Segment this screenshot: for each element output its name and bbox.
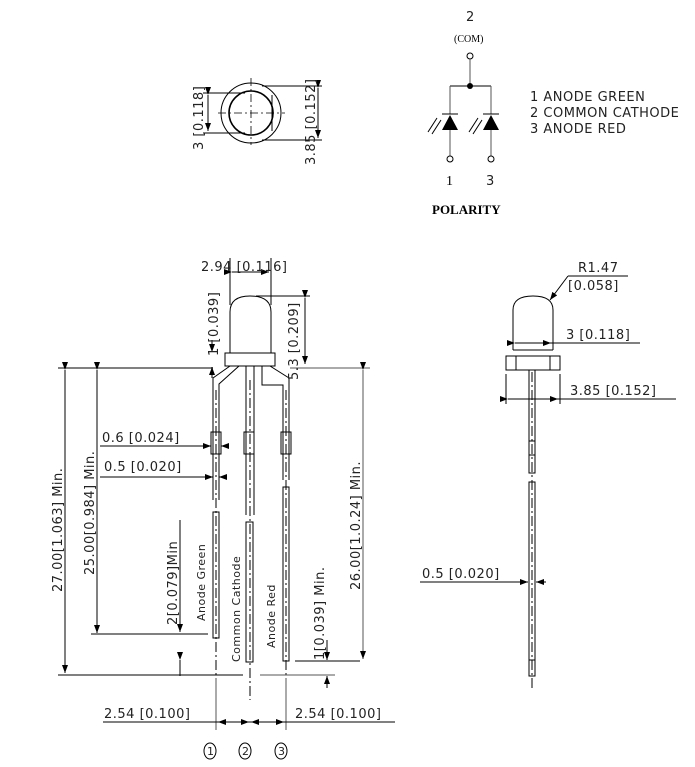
legend-item: 3 ANODE RED <box>530 122 626 137</box>
polarity-title: POLARITY <box>432 202 501 217</box>
polarity-schematic: 2 (COM) 1 3 POLARITY 1 ANODE GREEN 2 <box>427 10 679 217</box>
dim-length-27: 27.00[1.063] Min. <box>51 468 66 592</box>
svg-text:3: 3 <box>278 745 286 758</box>
legend-item: 2 COMMON CATHODE <box>530 106 679 121</box>
com-pin-number: 2 <box>466 10 475 25</box>
dim-body-height: 5.3 [0.209] <box>287 302 302 380</box>
pin-label-anode-red: Anode Red <box>265 584 278 648</box>
com-label: (COM) <box>454 34 483 45</box>
side-lens-dia: 3 [0.118] <box>566 328 630 343</box>
dim-lead-narrow: 0.5 [0.020] <box>104 460 182 475</box>
side-radius-in: [0.058] <box>568 279 619 294</box>
diode-red-icon <box>468 113 499 156</box>
side-flange-dia: 3.85 [0.152] <box>570 384 656 399</box>
dim-pitch-left: 2.54 [0.100] <box>104 707 190 722</box>
diode-green-icon <box>427 113 458 156</box>
front-flange <box>224 352 276 367</box>
dim-length-1: 1[0.039] Min. <box>313 567 328 660</box>
dim-length-26: 26.00[1.0.24] Min. <box>349 461 364 590</box>
side-view: R1.47 [0.058] 3 [0.118] 3.85 [0.152] 0.5… <box>420 261 676 690</box>
side-flange <box>505 355 561 371</box>
pin-left-number: 1 <box>446 174 453 189</box>
svg-text:1: 1 <box>207 745 215 758</box>
pin-number-3: 3 <box>274 742 288 760</box>
svg-text:2: 2 <box>242 745 250 758</box>
dim-length-25: 25.00[0.984] Min. <box>83 451 98 575</box>
pin-right-number: 3 <box>486 174 495 189</box>
top-view: 3 [0.118] 3.85 [0.152] <box>192 78 322 165</box>
dim-lens-width: 2.94 [0.116] <box>201 260 287 275</box>
side-lens <box>512 295 554 350</box>
side-lead-dia: 0.5 [0.020] <box>422 567 500 582</box>
pin-label-common-cathode: Common Cathode <box>230 556 243 662</box>
front-view: 2.94 [0.116] 1 [0.039] 5.3 [0.209] 0.6 [… <box>51 258 395 760</box>
top-view-dim-outer: 3.85 [0.152] <box>304 79 319 165</box>
front-lens <box>229 295 272 353</box>
dim-length-2: 2[0.079]Min <box>166 541 181 625</box>
legend-item: 1 ANODE GREEN <box>530 90 645 105</box>
dim-pitch-right: 2.54 [0.100] <box>295 707 381 722</box>
top-view-dim-inner: 3 [0.118] <box>192 86 207 150</box>
dim-flange-height: 1 [0.039] <box>207 292 222 356</box>
pin-label-anode-green: Anode Green <box>195 544 208 621</box>
dim-lead-wide: 0.6 [0.024] <box>102 431 180 446</box>
pin-number-2: 2 <box>238 742 252 760</box>
pin-number-1: 1 <box>203 742 217 760</box>
side-radius: R1.47 <box>578 261 618 276</box>
